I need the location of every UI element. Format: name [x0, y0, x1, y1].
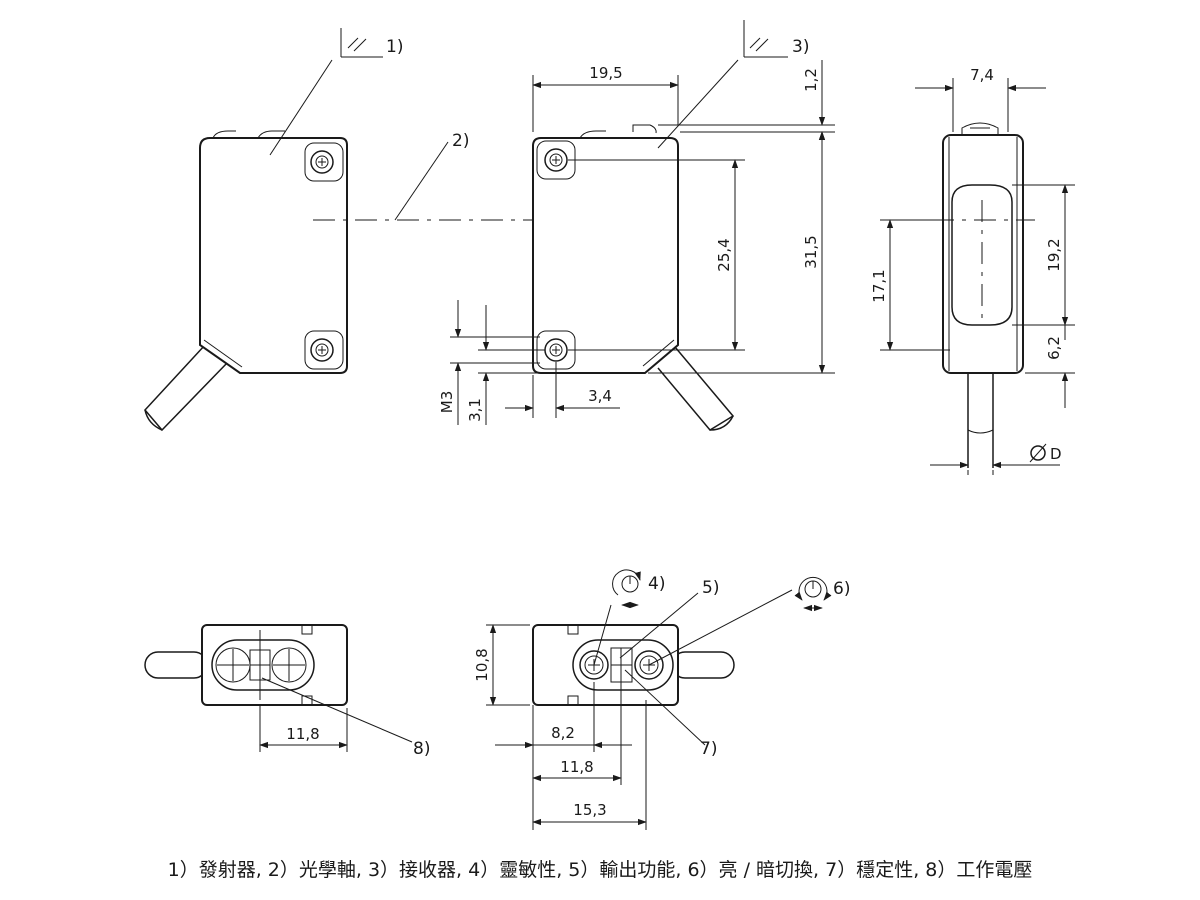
dim-m3: M3	[438, 391, 456, 414]
receiver-bottom-body	[532, 624, 679, 706]
dim-31-5: 31,5	[802, 235, 820, 268]
dim-19-2: 19,2	[1045, 238, 1063, 271]
receiver-body	[532, 137, 679, 374]
dim-8-2: 8,2	[551, 724, 575, 742]
receiver-connector	[572, 639, 674, 691]
callout-2: 2)	[452, 131, 469, 151]
dim-11-8-right: 11,8	[560, 758, 593, 776]
receiver-front-view: 3) 19,5 1,2 31,5 25,4 M3 3,1 3,4	[438, 20, 835, 431]
dim-7-4: 7,4	[970, 66, 994, 84]
emitter-bottom-cable	[144, 651, 208, 679]
side-cable	[967, 373, 994, 468]
emitter-body	[199, 137, 348, 374]
callout-5: 5)	[702, 578, 719, 598]
emitter-bottom-screw	[304, 330, 344, 370]
sensitivity-potentiometer	[579, 650, 609, 680]
dim-17-1: 17,1	[870, 269, 888, 302]
dim-25-4: 25,4	[715, 238, 733, 271]
callout-3: 3)	[792, 37, 809, 57]
emitter-front-view: 1)	[143, 28, 403, 432]
side-lens-window	[951, 184, 1013, 326]
callout-8: 8)	[413, 739, 430, 759]
emitter-cable	[143, 344, 229, 432]
callout-4: 4)	[648, 574, 665, 594]
dim-6-2: 6,2	[1045, 336, 1063, 360]
diameter-icon	[1029, 443, 1047, 463]
dim-1-2: 1,2	[802, 68, 820, 92]
dim-10-8: 10,8	[473, 648, 491, 681]
callout-6: 6)	[833, 579, 850, 599]
dim-15-3: 15,3	[573, 801, 606, 819]
dim-11-8-left: 11,8	[286, 725, 319, 743]
emitter-bottom-view: 11,8 8)	[144, 624, 430, 759]
receiver-bottom-cable	[671, 651, 735, 679]
emitter-top-screw	[304, 142, 344, 182]
optical-axis: 2)	[313, 131, 573, 221]
side-view: 7,4 19,2 6,2 17,1 D	[870, 66, 1075, 475]
receiver-bottom-view: 4) 5) 6) 7) 10,8 8,2 11,8	[473, 569, 850, 830]
light-dark-icon	[794, 576, 832, 612]
callout-7: 7)	[700, 739, 717, 759]
dim-diameter-d: D	[1050, 445, 1062, 463]
dim-3-1: 3,1	[466, 398, 484, 422]
dim-3-4: 3,4	[588, 387, 612, 405]
legend: 1）發射器, 2）光學軸, 3）接收器, 4）靈敏性, 5）輸出功能, 6）亮 …	[167, 859, 1033, 881]
callout-1: 1)	[386, 37, 403, 57]
emitter-connector	[211, 639, 315, 691]
side-body	[942, 134, 1024, 374]
receiver-cable	[657, 346, 735, 431]
sensitivity-icon	[612, 569, 641, 609]
dim-19-5: 19,5	[589, 64, 622, 82]
